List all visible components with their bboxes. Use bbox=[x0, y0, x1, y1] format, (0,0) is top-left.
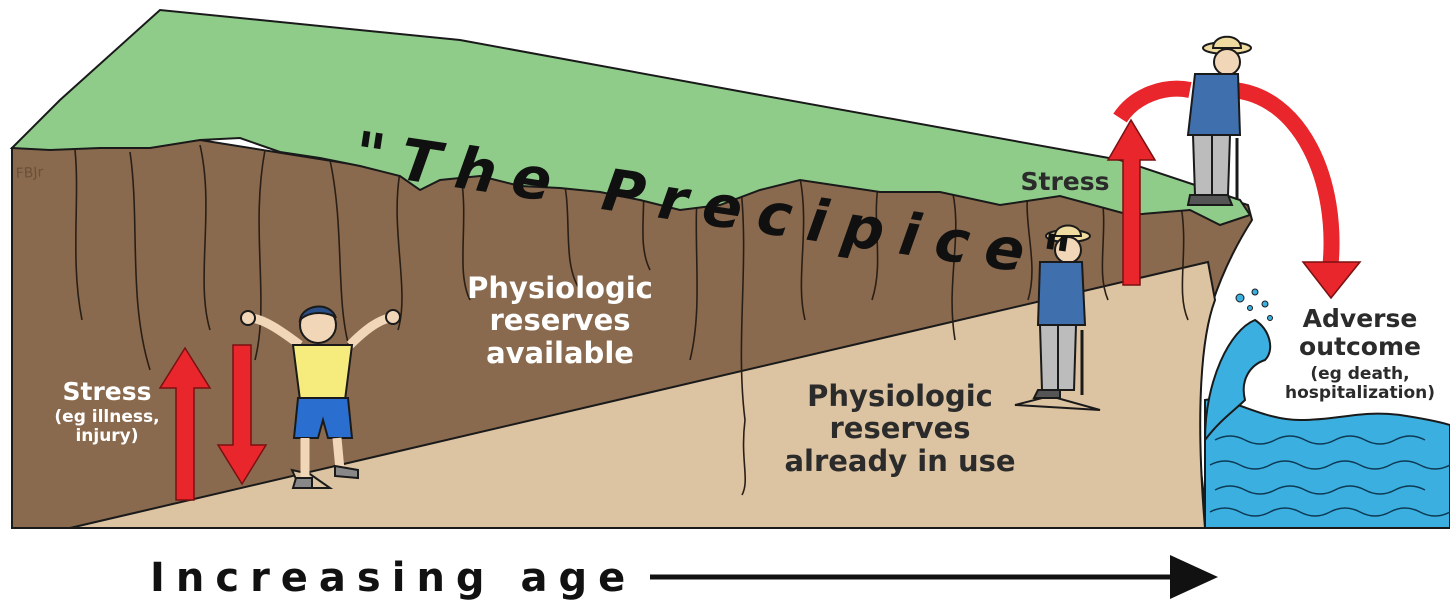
reserves-available-line-1: Physiologic bbox=[430, 272, 690, 304]
curved-arrow-right-head bbox=[1303, 262, 1360, 298]
stress-top-label: Stress bbox=[1015, 168, 1115, 196]
stress-left-detail-2: injury) bbox=[42, 427, 172, 446]
artist-mark: FBJr bbox=[15, 165, 44, 182]
stress-left-detail-1: (eg illness, bbox=[42, 408, 172, 427]
reserves-available-label: Physiologic reserves available bbox=[430, 272, 690, 369]
adverse-outcome-detail-1: (eg death, bbox=[1270, 365, 1450, 384]
curved-arrow-left bbox=[1120, 89, 1190, 118]
spray-drops bbox=[1236, 289, 1273, 321]
elderly-man-top bbox=[1188, 37, 1251, 205]
stress-left-label: Stress (eg illness, injury) bbox=[42, 378, 172, 446]
reserves-in-use-line-2: reserves bbox=[740, 412, 1060, 444]
adverse-outcome-label: Adverse outcome (eg death, hospitalizati… bbox=[1270, 305, 1450, 403]
reserves-in-use-line-3: already in use bbox=[740, 445, 1060, 477]
adverse-outcome-line-2: outcome bbox=[1270, 333, 1450, 361]
stress-left-title: Stress bbox=[42, 378, 172, 406]
adverse-outcome-line-1: Adverse bbox=[1270, 305, 1450, 333]
axis-label-increasing-age: Increasing age bbox=[150, 555, 636, 601]
reserves-available-line-3: available bbox=[430, 337, 690, 369]
reserves-available-line-2: reserves bbox=[430, 304, 690, 336]
adverse-outcome-detail-2: hospitalization) bbox=[1270, 384, 1450, 403]
axis-arrow-head bbox=[1170, 555, 1218, 599]
curved-arrow-right bbox=[1232, 90, 1332, 270]
reserves-in-use-line-1: Physiologic bbox=[740, 380, 1060, 412]
reserves-in-use-label: Physiologic reserves already in use bbox=[740, 380, 1060, 477]
